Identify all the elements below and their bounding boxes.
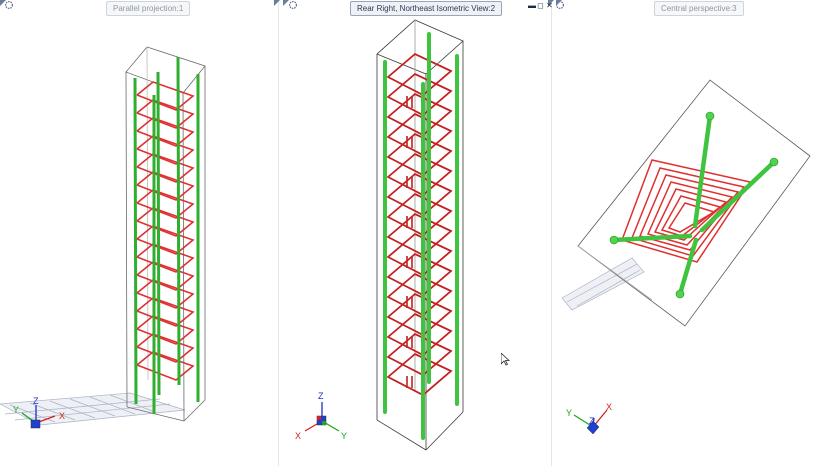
shadow-mesh: [0, 392, 186, 426]
viewport-tab-3[interactable]: Central perspective:3: [654, 1, 744, 16]
axis-y-label-2: Y: [341, 431, 347, 441]
rebar-ends: [609, 111, 779, 299]
shadow-mesh: [561, 257, 645, 311]
column-model-view-3: [561, 79, 811, 327]
window-controls: ▬ ◻ ✕: [528, 2, 553, 10]
viewport-isometric[interactable]: Rear Right, Northeast Isometric View:2: [278, 0, 551, 466]
navigation-gear-icon-2[interactable]: [288, 0, 298, 10]
axis-y-label-1: Y: [13, 405, 19, 415]
column-model-view-1: [0, 46, 206, 426]
axis-z-label-2: Z: [318, 391, 324, 401]
splitter-marker: [274, 0, 280, 6]
axis-triad-3: Y X Z: [566, 402, 612, 435]
restore-icon[interactable]: ◻: [537, 1, 544, 10]
longitudinal-rebars: [383, 32, 459, 440]
column-model-view-2: [376, 19, 464, 451]
stirrups: [386, 52, 453, 397]
axis-x-label-2: X: [295, 431, 301, 441]
axis-x-label-1: X: [59, 411, 65, 421]
stirrup-hooks: [406, 96, 413, 388]
stirrups: [136, 81, 195, 381]
close-icon[interactable]: ✕: [546, 1, 553, 10]
concrete-outline: [376, 19, 464, 451]
splitter-marker: [0, 0, 6, 6]
axis-z-label-3: Z: [589, 416, 595, 426]
splitter-marker: [283, 0, 289, 6]
axis-z-label-1: Z: [33, 396, 39, 406]
viewport-tab-2[interactable]: Rear Right, Northeast Isometric View:2: [350, 1, 503, 16]
longitudinal-rebars: [611, 113, 777, 297]
axis-x-label-3: X: [606, 402, 612, 412]
concrete-outline: [125, 46, 206, 422]
splitter-marker: [556, 0, 562, 6]
navigation-gear-icon-1[interactable]: [4, 0, 14, 10]
axis-triad-2: Z X Y: [295, 391, 347, 441]
longitudinal-rebars: [133, 56, 200, 414]
mouse-cursor-icon: [501, 353, 510, 366]
splitter-marker: [548, 0, 554, 6]
viewport-parallel-projection[interactable]: Parallel projection:1: [0, 0, 277, 466]
axis-triad-1: Z X Y: [13, 396, 65, 429]
axis-y-label-3: Y: [566, 408, 572, 418]
viewport-tab-1[interactable]: Parallel projection:1: [106, 1, 191, 16]
minimize-icon[interactable]: ▬: [528, 1, 536, 10]
concrete-outline: [577, 79, 811, 327]
viewport-central-perspective[interactable]: Central perspective:3: [551, 0, 830, 466]
